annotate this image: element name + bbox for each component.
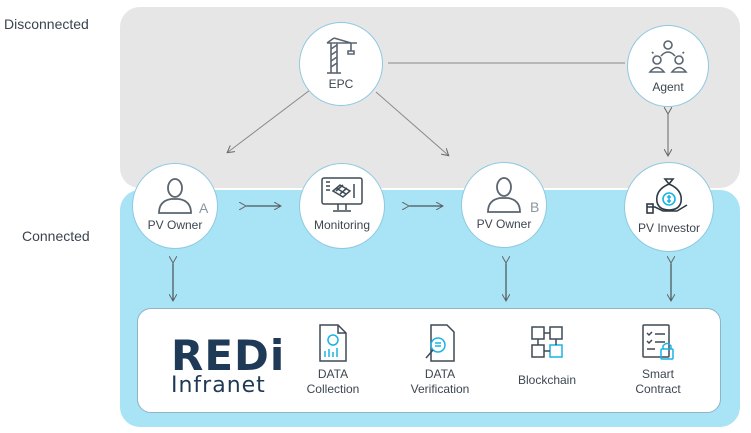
feature-blockchain: Blockchain bbox=[492, 323, 602, 388]
monitoring-node: Monitoring bbox=[299, 163, 385, 249]
owner-b-tag: B bbox=[530, 199, 540, 215]
monitor-icon bbox=[300, 176, 384, 221]
pv-owner-b-label: PV Owner bbox=[476, 217, 532, 231]
blockchain-cubes-icon bbox=[492, 323, 602, 363]
epc-label: EPC bbox=[328, 77, 354, 91]
infranet-logo-text: Infranet bbox=[171, 373, 266, 398]
document-chart-icon bbox=[278, 323, 388, 363]
disconnected-zone bbox=[120, 7, 740, 188]
money-bag-hand-icon bbox=[625, 175, 713, 222]
agent-node: Agent bbox=[627, 25, 709, 107]
pv-investor-label: PV Investor bbox=[637, 221, 701, 235]
feature-data-verification: DATA Verification bbox=[385, 323, 495, 397]
epc-owner-a-arrow bbox=[228, 89, 311, 152]
epc-owner-b-arrow bbox=[375, 91, 448, 155]
document-search-icon bbox=[385, 323, 495, 363]
redi-logo: REDi bbox=[171, 331, 286, 380]
monitoring-label: Monitoring bbox=[313, 218, 371, 232]
disconnected-label: Disconnected bbox=[4, 16, 89, 32]
pv-owner-a-label: PV Owner bbox=[147, 218, 203, 232]
pv-owner-b-node: B PV Owner bbox=[461, 162, 547, 248]
crane-icon bbox=[300, 35, 382, 80]
contract-lock-icon bbox=[603, 323, 713, 363]
feature-data-collection: DATA Collection bbox=[278, 323, 388, 397]
person-icon bbox=[133, 176, 217, 221]
blockchain-label: Blockchain bbox=[517, 373, 577, 387]
pv-investor-node: PV Investor bbox=[624, 162, 714, 252]
data-verification-label: DATA Verification bbox=[410, 367, 470, 396]
pv-owner-a-node: A PV Owner bbox=[132, 163, 218, 249]
owner-a-tag: A bbox=[199, 200, 209, 216]
data-collection-label: DATA Collection bbox=[306, 367, 360, 396]
smart-contract-label: Smart Contract bbox=[635, 367, 681, 396]
redi-infranet-platform: REDi Infranet DATA Collection DATA Verif… bbox=[137, 308, 721, 413]
agent-label: Agent bbox=[652, 80, 684, 94]
people-group-icon bbox=[628, 38, 708, 81]
connected-label: Connected bbox=[22, 228, 90, 244]
feature-smart-contract: Smart Contract bbox=[603, 323, 713, 397]
person-icon bbox=[462, 175, 546, 220]
epc-node: EPC bbox=[299, 22, 383, 106]
